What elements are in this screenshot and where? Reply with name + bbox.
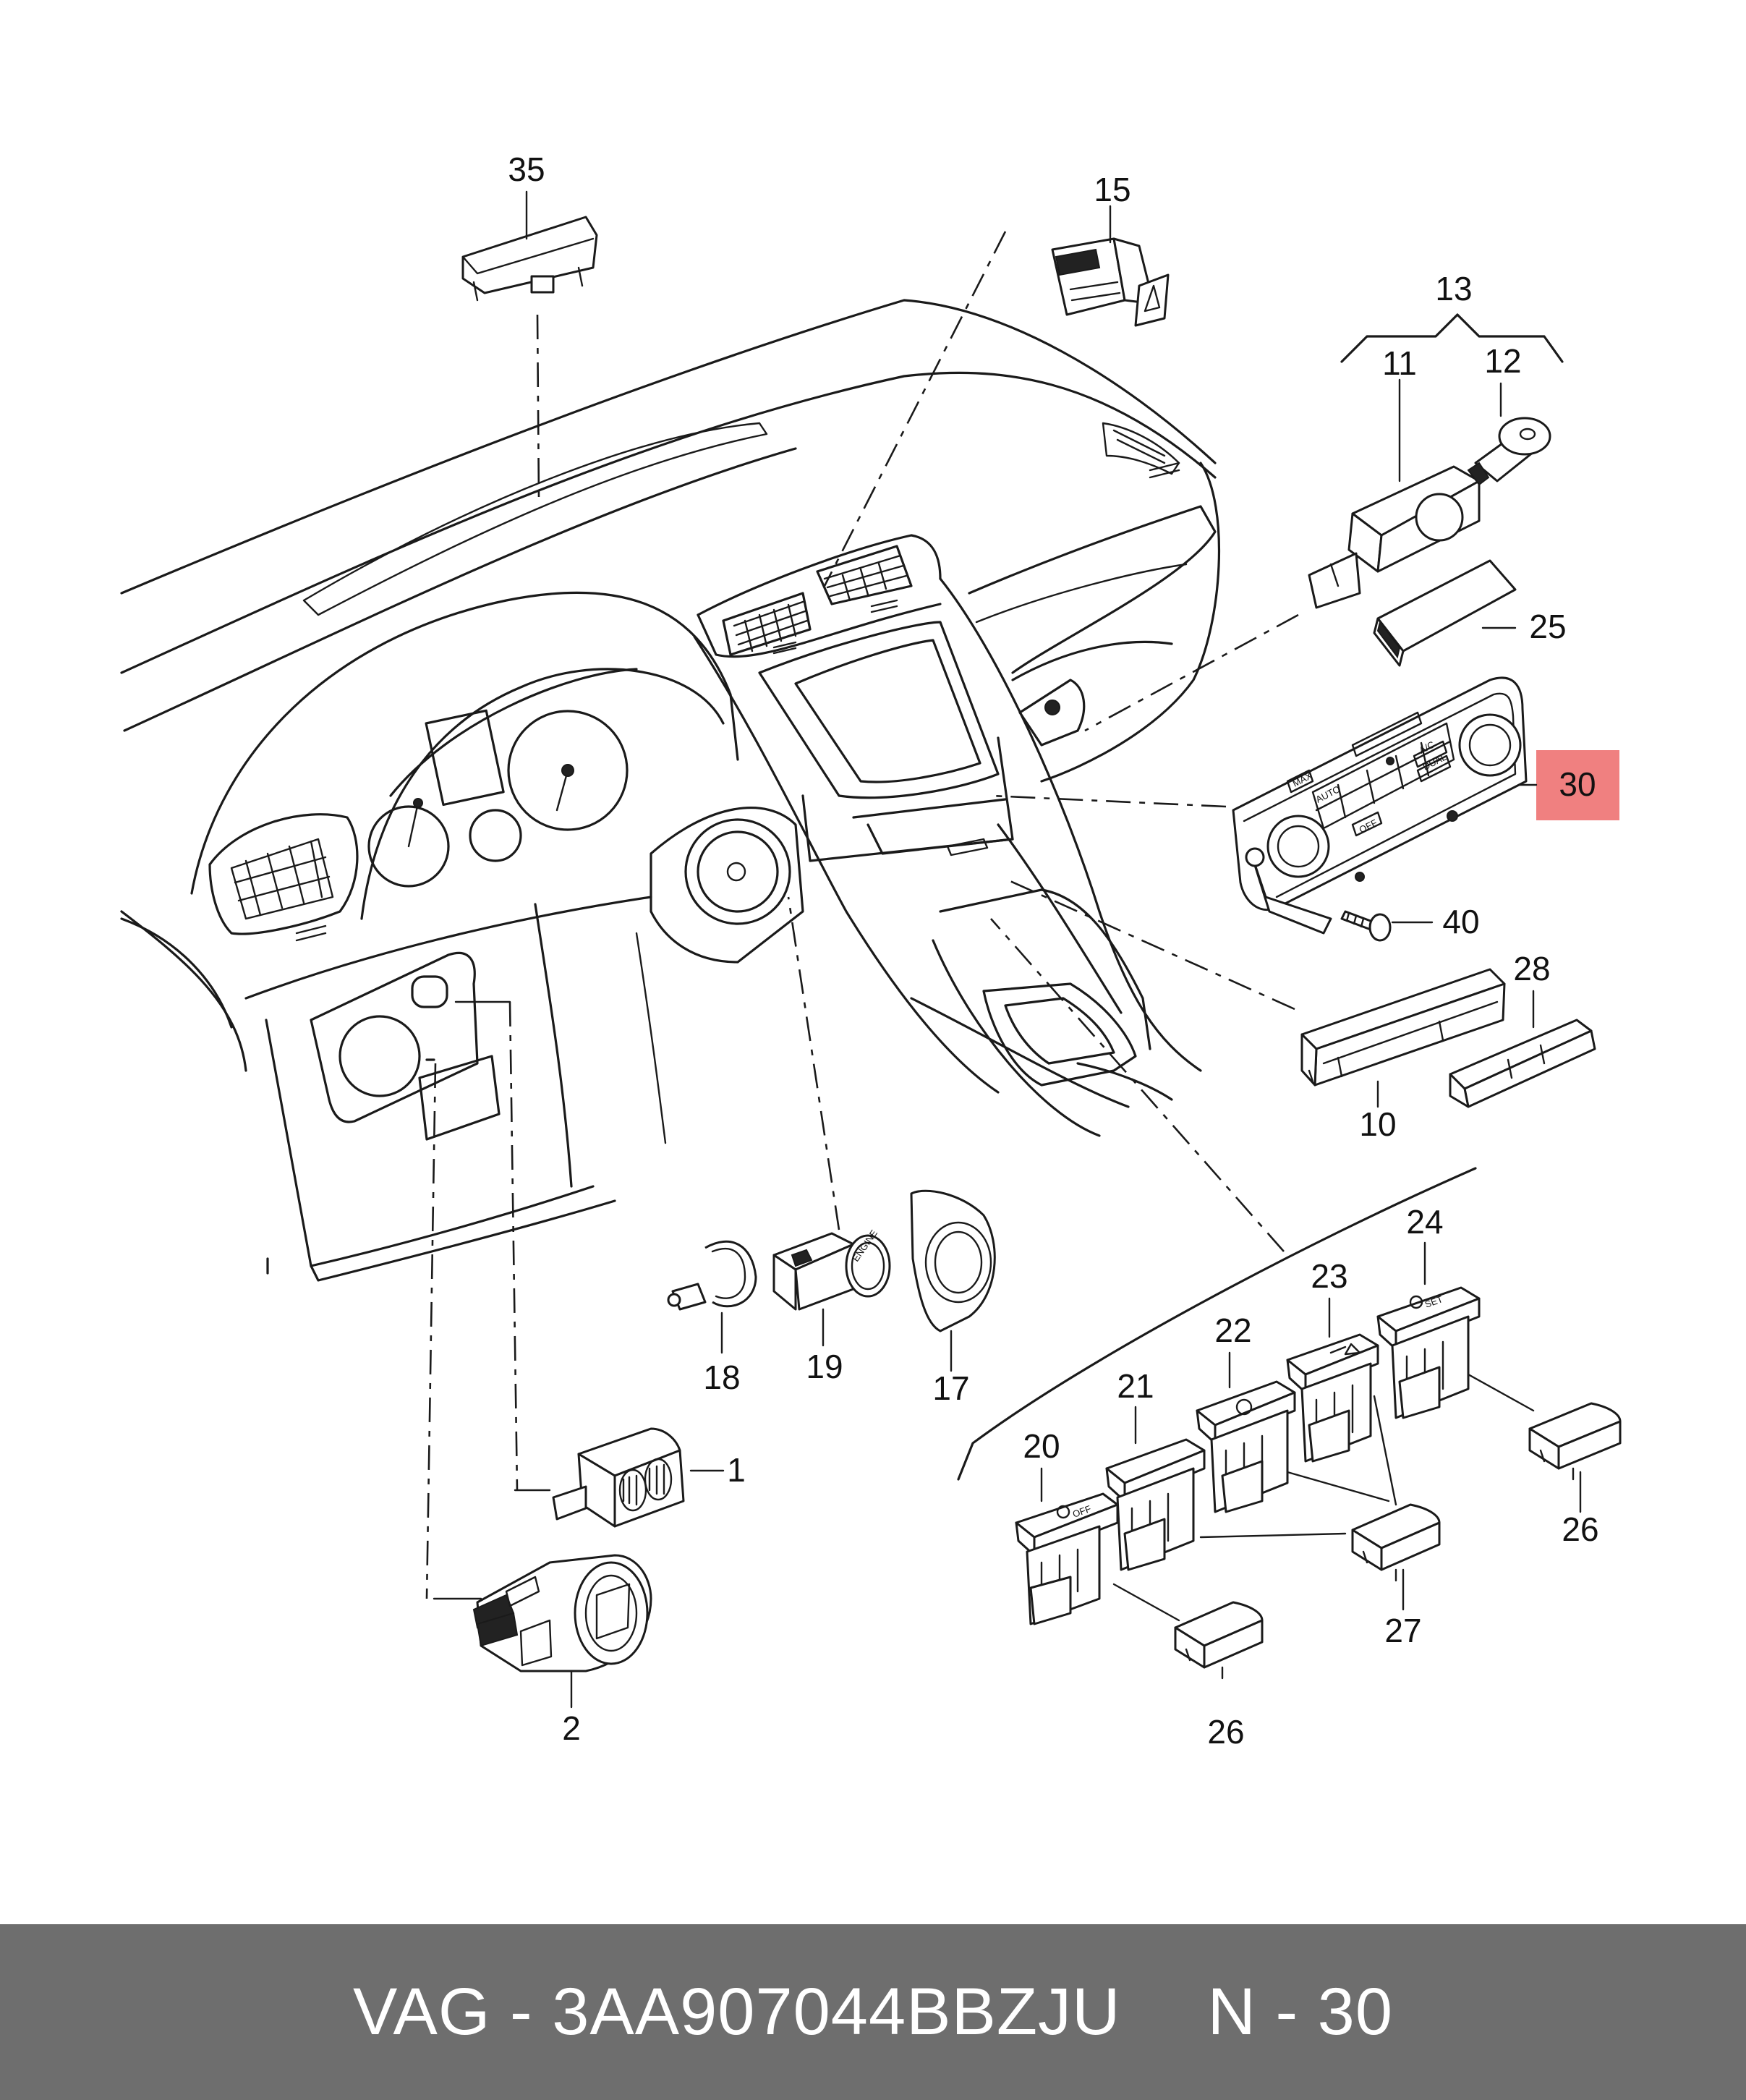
callout-19: 19	[806, 1348, 843, 1385]
highlight-box-30	[1536, 750, 1619, 820]
part-12-socket-cap	[1467, 417, 1551, 486]
part-20-button: OFF	[1015, 1492, 1119, 1625]
part-18-ring	[667, 1240, 757, 1311]
callout-22: 22	[1214, 1312, 1251, 1349]
callout-17: 17	[932, 1369, 969, 1407]
callout-11: 11	[1382, 344, 1417, 382]
part-24-button: SET	[1376, 1286, 1481, 1419]
footer-bar: VAG - 3AA907044BBZJU N - 30	[0, 1924, 1746, 2100]
callout-21: 21	[1117, 1367, 1154, 1405]
part-28-blank-strip	[1449, 1019, 1596, 1108]
part-30-climate-control: MAX AUTO OFF A/C DUAL	[1232, 676, 1528, 935]
callout-23: 23	[1311, 1257, 1347, 1295]
part-26-cap-right	[1528, 1402, 1622, 1481]
callout-18: 18	[703, 1359, 740, 1396]
part-25-blank	[1373, 559, 1517, 667]
callout-labels: 35 15 13 11 12 25 30 40 28 10 24 23 22 2…	[508, 150, 1598, 1751]
callout-20: 20	[1023, 1427, 1060, 1465]
exploded-parts-diagram: MAX AUTO OFF A/C DUAL OF	[120, 150, 1622, 1751]
part-40-screw	[1340, 910, 1392, 942]
callout-35: 35	[508, 150, 545, 188]
callout-24: 24	[1406, 1203, 1443, 1241]
part-15-hazard-switch	[1051, 237, 1170, 327]
part-26-cap-left	[1174, 1601, 1264, 1680]
callout-28: 28	[1513, 950, 1550, 987]
footer-position: N - 30	[1207, 1975, 1393, 2049]
group-bracket	[957, 1167, 1477, 1481]
part-2-light-switch	[472, 1554, 652, 1672]
part-13-bracket	[1340, 313, 1564, 363]
callout-10: 10	[1359, 1105, 1396, 1143]
part-27-cap	[1351, 1503, 1441, 1582]
callout-40: 40	[1442, 903, 1479, 940]
footer-part-number: VAG - 3AA907044BBZJU	[353, 1975, 1121, 2049]
part-1-switch	[552, 1427, 685, 1528]
leader-lines	[425, 231, 1299, 1599]
part-35-trim	[461, 216, 598, 302]
part-11-socket-housing	[1308, 465, 1481, 609]
callout-1: 1	[727, 1451, 746, 1489]
part-10-switch-strip	[1300, 968, 1506, 1087]
part-19-start-button: ENGINE	[772, 1228, 891, 1311]
callout-15: 15	[1094, 171, 1130, 208]
dashboard-outline	[120, 299, 1221, 1282]
callout-26-right: 26	[1562, 1510, 1598, 1548]
callout-25: 25	[1529, 608, 1566, 645]
callout-13: 13	[1435, 270, 1472, 307]
callout-26-left: 26	[1207, 1713, 1244, 1751]
part-23-button	[1286, 1333, 1379, 1463]
part-21-button	[1105, 1438, 1206, 1571]
callout-2: 2	[562, 1709, 581, 1747]
part-17-bezel	[910, 1189, 996, 1332]
callout-12: 12	[1484, 342, 1521, 380]
callout-27: 27	[1384, 1612, 1421, 1649]
callout-30: 30	[1559, 765, 1596, 803]
part-22-button	[1196, 1380, 1296, 1513]
